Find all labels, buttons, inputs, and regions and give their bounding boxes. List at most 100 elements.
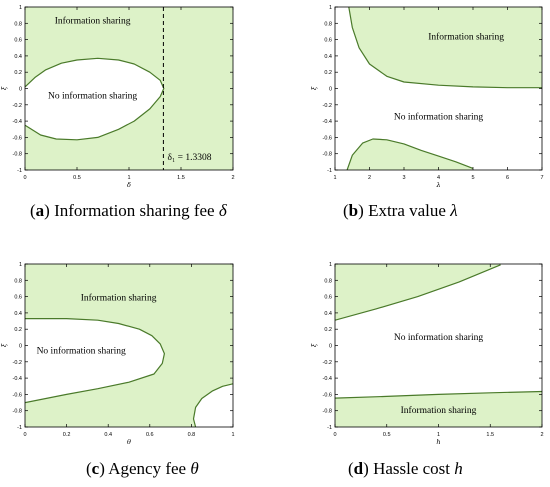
y-tick-label: -0.6 — [323, 135, 332, 141]
region-boundary — [335, 264, 501, 321]
y-tick-label: 0.2 — [14, 70, 22, 76]
x-tick-label: 0.6 — [146, 432, 154, 438]
y-tick-label: -0.8 — [323, 152, 332, 158]
x-tick-label: 5 — [471, 175, 474, 181]
y-tick-label: 0.6 — [14, 38, 22, 44]
y-tick-label: -0.8 — [13, 409, 22, 415]
region-boundary — [192, 383, 233, 427]
x-tick-label: 0.4 — [104, 432, 112, 438]
y-axis-label: ξ — [0, 343, 8, 347]
label-information-sharing: Information sharing — [401, 405, 477, 416]
y-tick-label: 1 — [329, 262, 332, 268]
caption-letter: b — [348, 201, 359, 220]
caption-symbol: h — [454, 459, 463, 478]
y-tick-label: 0.8 — [324, 278, 332, 284]
caption-c: (c) Agency fee θ — [86, 459, 199, 478]
caption-letter: a — [35, 201, 45, 220]
x-tick-label: 0 — [23, 432, 26, 438]
x-axis-label: δ — [127, 181, 131, 189]
label-no-information-sharing: No information sharing — [394, 111, 483, 122]
caption-text: Information sharing fee — [54, 201, 215, 220]
caption-d: (d) Hassle cost h — [348, 459, 463, 478]
label-no-information-sharing: No information sharing — [37, 346, 126, 357]
y-tick-label: -1 — [17, 168, 22, 174]
y-tick-label: -0.4 — [13, 376, 22, 382]
caption-symbol: δ — [218, 201, 227, 220]
y-tick-label: 0 — [19, 344, 22, 350]
x-tick-label: 1.5 — [177, 175, 185, 181]
x-tick-label: 2 — [231, 175, 234, 181]
region-boundary — [348, 7, 542, 89]
y-tick-label: -1 — [327, 168, 332, 174]
y-tick-label: 0 — [329, 87, 332, 93]
chart-panel-b: Information sharing No information sharin… — [310, 5, 544, 189]
caption-text: Extra value — [368, 201, 446, 220]
x-tick-label: 0.8 — [188, 432, 196, 438]
x-tick-label: 0 — [23, 175, 26, 181]
y-tick-label: -0.4 — [323, 119, 332, 125]
y-tick-label: 0.4 — [324, 54, 332, 60]
sharing-region — [335, 391, 542, 427]
x-tick-label: 1 — [231, 432, 234, 438]
chart-panel-c: Information sharing No information sharin… — [0, 262, 235, 446]
x-tick-label: 6 — [506, 175, 509, 181]
x-axis-label: θ — [127, 438, 131, 446]
region-boundary — [346, 138, 474, 170]
y-tick-label: 0 — [19, 87, 22, 93]
label-no-information-sharing: No information sharing — [394, 332, 483, 343]
x-tick-label: 2 — [368, 175, 371, 181]
y-tick-label: -0.4 — [13, 119, 22, 125]
caption-b: (b) Extra value λ — [343, 201, 458, 220]
label-no-information-sharing: No information sharing — [48, 90, 137, 101]
no-sharing-region — [193, 383, 233, 427]
y-tick-label: -1 — [17, 425, 22, 431]
label-information-sharing: Information sharing — [55, 15, 131, 26]
label-information-sharing: Information sharing — [81, 293, 157, 304]
y-tick-label: 0.8 — [324, 21, 332, 27]
region-boundary — [25, 318, 165, 404]
caption-letter: d — [353, 459, 364, 478]
x-tick-label: 7 — [540, 175, 543, 181]
sharing-region — [348, 7, 542, 88]
caption-text: Hassle cost — [373, 459, 451, 478]
y-tick-label: 0.8 — [14, 21, 22, 27]
y-tick-label: 0.8 — [14, 278, 22, 284]
plot-area — [25, 264, 233, 427]
x-tick-label: 0.2 — [63, 432, 71, 438]
x-tick-label: 0.5 — [383, 432, 391, 438]
x-tick-label: 2 — [540, 432, 543, 438]
y-tick-label: -0.4 — [323, 376, 332, 382]
x-tick-label: 0.5 — [73, 175, 81, 181]
x-tick-label: 4 — [437, 175, 440, 181]
x-tick-label: 1.5 — [486, 432, 494, 438]
x-tick-label: 1 — [333, 175, 336, 181]
label-information-sharing: Information sharing — [428, 32, 504, 43]
sharing-region — [335, 264, 501, 321]
y-axis-label: ξ — [310, 86, 318, 90]
region-boundary — [25, 57, 165, 141]
y-tick-label: -0.6 — [13, 392, 22, 398]
y-tick-label: 1 — [329, 5, 332, 11]
y-tick-label: -0.2 — [13, 103, 22, 109]
y-tick-label: -0.2 — [13, 360, 22, 366]
chart-panel-a: Information sharing No information sharin… — [0, 5, 235, 189]
y-tick-label: -0.6 — [13, 135, 22, 141]
y-tick-label: 1 — [19, 262, 22, 268]
y-tick-label: 0.4 — [14, 311, 22, 317]
caption-symbol: θ — [190, 459, 199, 478]
y-tick-label: -0.8 — [323, 409, 332, 415]
x-tick-label: 1 — [127, 175, 130, 181]
y-tick-label: 0.4 — [14, 54, 22, 60]
threshold-annotation: δ₁ = 1.3308 — [167, 153, 211, 163]
y-tick-label: -1 — [327, 425, 332, 431]
y-tick-label: 0.2 — [324, 327, 332, 333]
caption-text: Agency fee — [108, 459, 187, 478]
y-tick-label: 0.2 — [14, 327, 22, 333]
y-axis-label: ξ — [0, 86, 8, 90]
y-tick-label: 0.2 — [324, 70, 332, 76]
plot-area — [25, 7, 233, 170]
y-tick-label: 0.6 — [324, 295, 332, 301]
region-boundary — [335, 390, 542, 399]
no-sharing-region — [25, 58, 164, 140]
